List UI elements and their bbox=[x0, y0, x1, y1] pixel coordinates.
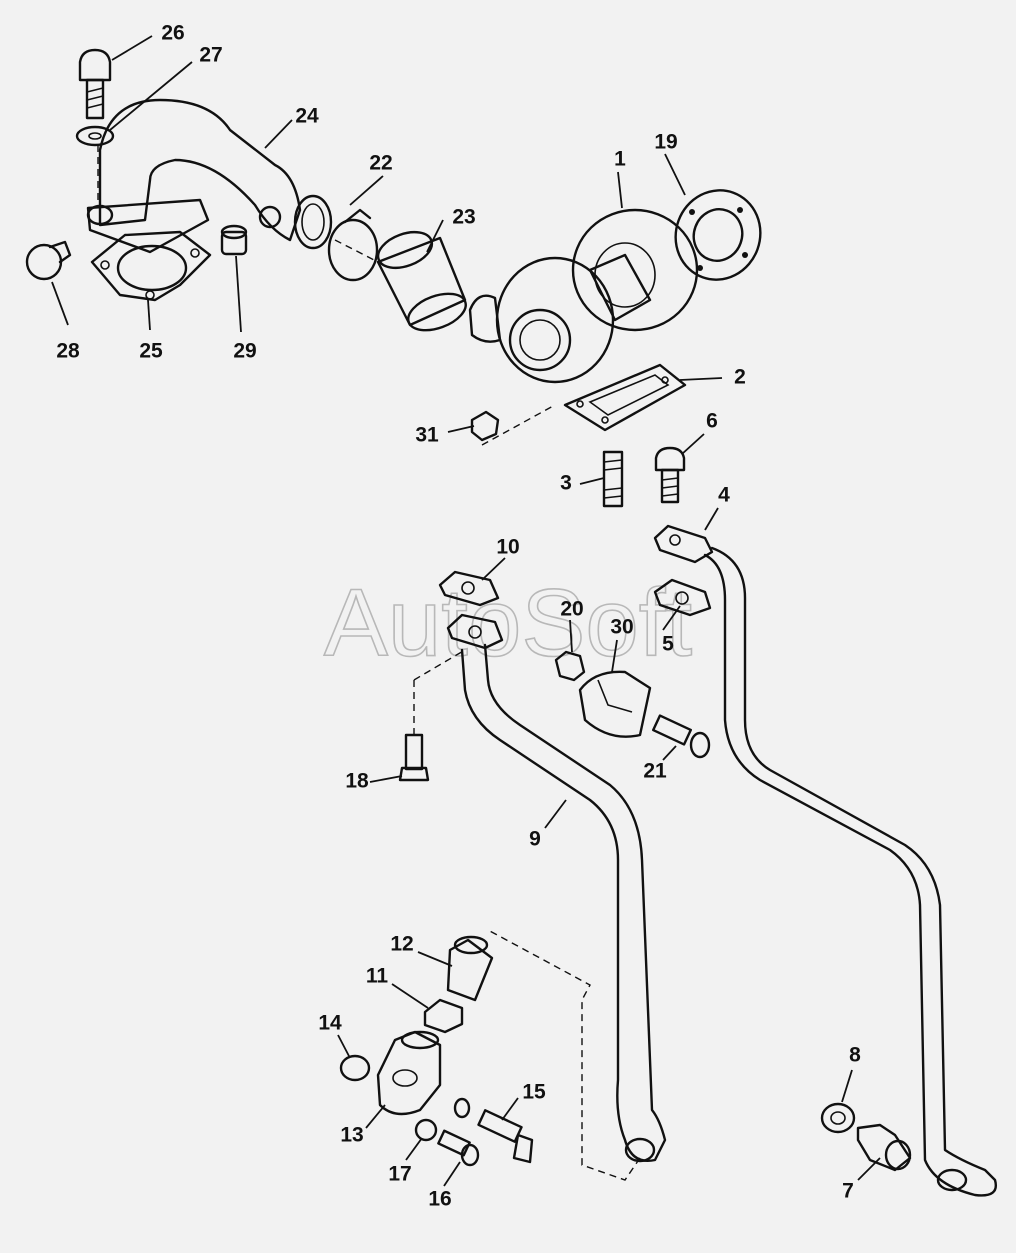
part-22-clamp bbox=[293, 194, 379, 282]
callout-3: 3 bbox=[560, 472, 572, 495]
callout-28: 28 bbox=[56, 340, 80, 363]
part-pipe-long bbox=[703, 546, 997, 1197]
part-23-hose bbox=[334, 230, 467, 332]
part-12-hose bbox=[446, 935, 494, 1002]
part-7-fitting bbox=[856, 1123, 912, 1172]
part-4-flange bbox=[653, 524, 714, 564]
part-11-nut bbox=[423, 998, 464, 1034]
part-20-nut bbox=[554, 650, 586, 682]
part-3-stud bbox=[602, 450, 624, 508]
callout-6: 6 bbox=[706, 410, 718, 433]
part-16-bolt bbox=[437, 1129, 480, 1167]
callout-21: 21 bbox=[643, 760, 667, 783]
part-17-washer bbox=[414, 1118, 438, 1142]
callout-labels: 1 2 3 4 5 6 7 8 9 10 11 12 13 14 15 16 1… bbox=[56, 22, 861, 1211]
callout-18: 18 bbox=[345, 770, 369, 793]
callout-20: 20 bbox=[560, 598, 583, 621]
part-25-gasket bbox=[90, 230, 212, 302]
callout-23: 23 bbox=[452, 206, 475, 229]
callout-4: 4 bbox=[718, 484, 730, 507]
callout-29: 29 bbox=[233, 340, 256, 363]
part-1-turbocharger bbox=[468, 208, 699, 384]
part-10-flange bbox=[438, 570, 504, 650]
callout-19: 19 bbox=[654, 131, 677, 154]
part-27-washer bbox=[75, 125, 115, 147]
callout-31: 31 bbox=[415, 424, 439, 447]
part-19-gasket bbox=[674, 189, 762, 281]
callout-1: 1 bbox=[614, 148, 626, 171]
callout-16: 16 bbox=[428, 1188, 451, 1211]
callout-30: 30 bbox=[610, 616, 633, 639]
part-31-nut bbox=[470, 404, 556, 446]
part-8-washer bbox=[820, 1102, 856, 1134]
callout-15: 15 bbox=[522, 1081, 546, 1104]
callout-13: 13 bbox=[340, 1124, 363, 1147]
leader-lines bbox=[51, 35, 881, 1187]
part-15-bolt bbox=[453, 1097, 534, 1164]
part-2-gasket bbox=[563, 363, 687, 432]
callout-2: 2 bbox=[734, 366, 746, 389]
part-18-bolt bbox=[398, 649, 466, 782]
part-13-elbow bbox=[376, 1030, 442, 1116]
part-28-plug bbox=[25, 240, 72, 281]
callout-17: 17 bbox=[388, 1163, 411, 1186]
callout-10: 10 bbox=[496, 536, 519, 559]
part-29-plug bbox=[220, 224, 248, 256]
watermark: AutoSoft bbox=[324, 569, 692, 676]
callout-25: 25 bbox=[139, 340, 163, 363]
callout-22: 22 bbox=[369, 152, 392, 175]
part-21-bolt bbox=[652, 714, 711, 759]
callout-24: 24 bbox=[295, 105, 319, 128]
part-30-clamp bbox=[578, 670, 652, 738]
callout-7: 7 bbox=[842, 1180, 854, 1203]
part-9-pipe bbox=[460, 643, 667, 1181]
callout-8: 8 bbox=[849, 1044, 861, 1067]
callout-9: 9 bbox=[529, 828, 541, 851]
callout-11: 11 bbox=[366, 965, 389, 988]
callout-27: 27 bbox=[199, 44, 222, 67]
part-6-bolt bbox=[654, 446, 686, 504]
part-26-bolt bbox=[78, 48, 112, 120]
callout-26: 26 bbox=[161, 22, 184, 45]
part-14-oring bbox=[339, 1054, 371, 1082]
callout-14: 14 bbox=[318, 1012, 342, 1035]
callout-12: 12 bbox=[390, 933, 413, 956]
callout-5: 5 bbox=[662, 633, 674, 656]
part-5-gasket bbox=[653, 578, 712, 617]
